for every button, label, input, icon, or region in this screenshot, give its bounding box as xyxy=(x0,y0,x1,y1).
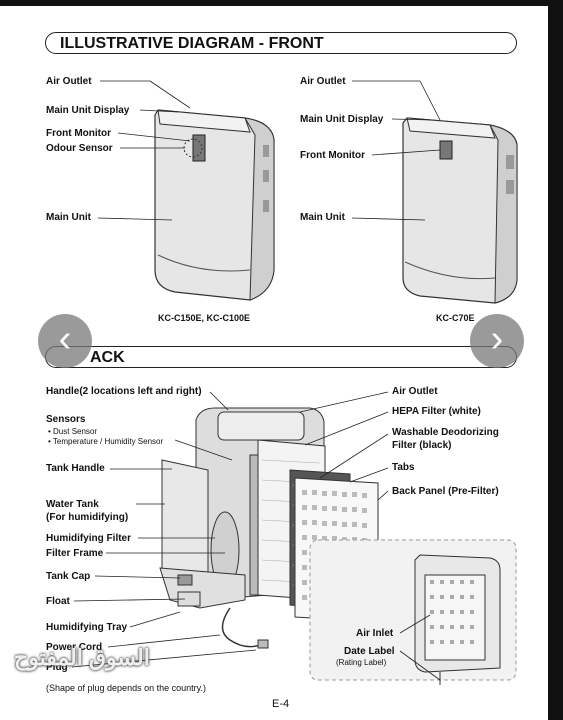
back-section-title: ACK xyxy=(45,346,517,368)
chevron-right-icon: › xyxy=(490,318,504,360)
label-tank-cap: Tank Cap xyxy=(46,571,91,582)
label-odour-sensor: Odour Sensor xyxy=(46,143,113,154)
label-temp-humidity-sensor: • Temperature / Humidity Sensor xyxy=(48,437,164,446)
model-label-right: KC-C70E xyxy=(436,313,475,323)
label-back-panel: Back Panel (Pre-Filter) xyxy=(392,486,499,497)
label-float: Float xyxy=(46,596,70,607)
label-water-tank-sub: (For humidifying) xyxy=(46,512,129,523)
plug-shape-note: (Shape of plug depends on the country.) xyxy=(46,683,206,693)
label-sensors: Sensors xyxy=(46,414,86,425)
label-rating-label: (Rating Label) xyxy=(336,658,387,667)
label-washable-filter: Washable Deodorizing xyxy=(392,427,499,438)
label-filter-frame: Filter Frame xyxy=(46,548,104,559)
label-front-monitor-left: Front Monitor xyxy=(46,128,111,139)
label-air-inlet: Air Inlet xyxy=(356,628,394,639)
label-date-label: Date Label xyxy=(344,646,395,657)
front-section-title: ILLUSTRATIVE DIAGRAM - FRONT xyxy=(45,32,517,54)
label-humidifying-filter: Humidifying Filter xyxy=(46,533,131,544)
top-border xyxy=(0,0,563,6)
label-air-outlet-left: Air Outlet xyxy=(46,76,92,87)
front-unit-large-illustration xyxy=(154,109,275,301)
label-washable-filter-sub: Filter (black) xyxy=(392,440,452,451)
label-power-cord: Power Cord xyxy=(46,642,103,653)
watermark-logo: السوق المفتوح xyxy=(14,645,150,670)
front-unit-small-illustration xyxy=(402,117,518,304)
page-number: E-4 xyxy=(272,698,290,710)
next-page-button[interactable]: › xyxy=(470,314,524,368)
label-air-outlet-right: Air Outlet xyxy=(300,76,346,87)
label-main-unit-right: Main Unit xyxy=(300,212,345,223)
back-unit-illustration xyxy=(159,407,379,649)
chevron-left-icon: ‹ xyxy=(58,318,72,360)
previous-page-button[interactable]: ‹ xyxy=(38,314,92,368)
label-main-unit-display-left: Main Unit Display xyxy=(46,105,130,116)
label-handle: Handle(2 locations left and right) xyxy=(46,386,202,397)
label-hepa-filter: HEPA Filter (white) xyxy=(392,406,481,417)
label-main-unit-display-right: Main Unit Display xyxy=(300,114,384,125)
label-main-unit-left: Main Unit xyxy=(46,212,91,223)
label-humidifying-tray: Humidifying Tray xyxy=(46,622,128,633)
label-front-monitor-right: Front Monitor xyxy=(300,150,365,161)
right-border xyxy=(548,0,563,720)
label-tank-handle: Tank Handle xyxy=(46,463,105,474)
label-dust-sensor: • Dust Sensor xyxy=(48,427,98,436)
inset-back-unit xyxy=(414,554,501,685)
label-air-outlet-back: Air Outlet xyxy=(392,386,438,397)
model-label-left: KC-C150E, KC-C100E xyxy=(158,313,251,323)
label-plug: Plug xyxy=(46,662,68,673)
label-water-tank: Water Tank xyxy=(46,499,99,510)
label-tabs: Tabs xyxy=(392,462,415,473)
